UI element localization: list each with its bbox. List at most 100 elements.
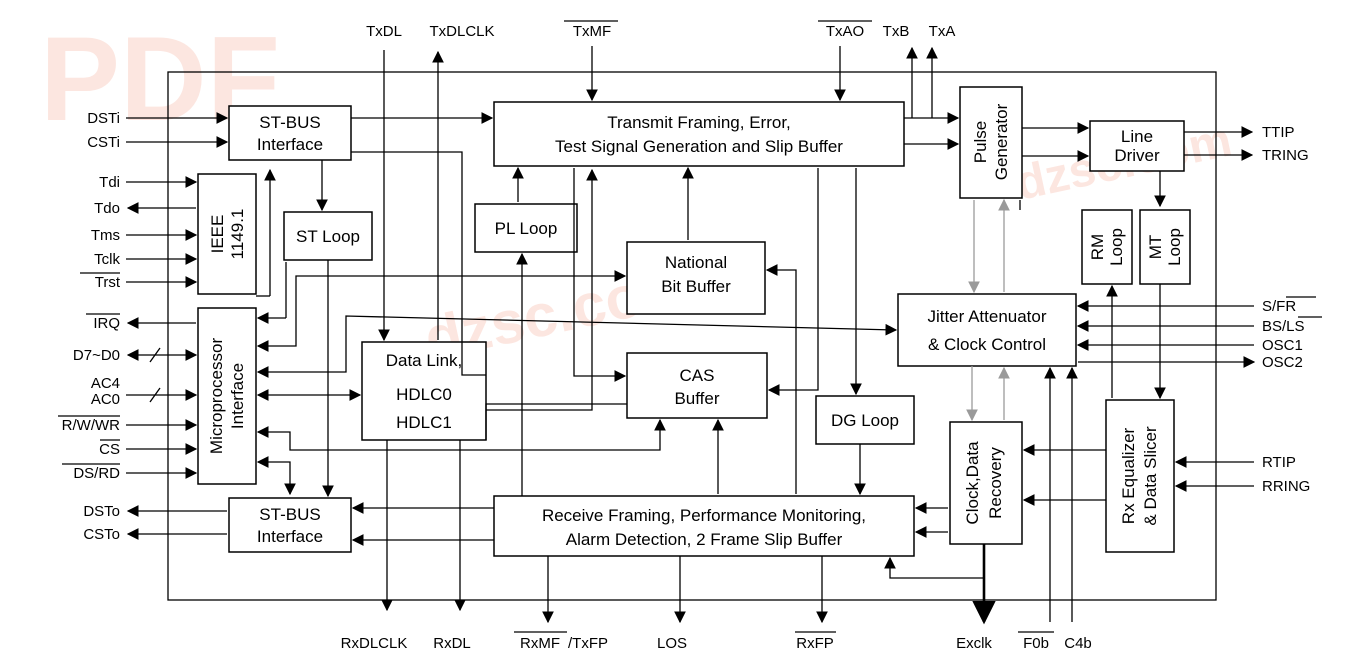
signal-ac4: AC4	[91, 375, 120, 392]
signal-s-fr: S/FR	[1262, 298, 1296, 315]
signal-ds-rd: DS/RD	[73, 465, 120, 482]
signal-rw-wr: R/W/WR	[62, 417, 120, 434]
chip-boundary	[167, 71, 1217, 601]
signal-ttip: TTIP	[1262, 124, 1295, 141]
block-label: & Data Slicer	[1141, 426, 1160, 526]
block-label: Loop	[1107, 228, 1126, 266]
block-label: Rx Equalizer	[1119, 427, 1138, 524]
block-pulse-generator: Pulse Generator	[959, 86, 1023, 199]
block-label: Loop	[1165, 228, 1184, 266]
block-label: RM	[1088, 234, 1107, 260]
block-label: Interface	[257, 135, 323, 154]
block-st-loop: ST Loop	[283, 211, 373, 261]
block-label: Transmit Framing, Error,	[607, 113, 791, 132]
signal-tdo: Tdo	[94, 200, 120, 217]
signal-rtip: RTIP	[1262, 454, 1296, 471]
block-cas-buffer: CAS Buffer	[626, 352, 768, 419]
block-label: Interface	[257, 527, 323, 546]
block-clock-data-recovery: Clock,Data Recovery	[949, 421, 1023, 545]
signal-csto: CSTo	[83, 526, 120, 543]
block-transmit-framing: Transmit Framing, Error, Test Signal Gen…	[493, 101, 905, 167]
block-label: Interface	[228, 363, 247, 429]
signal-tdi: Tdi	[99, 174, 120, 191]
signal-f0b: F0b	[1023, 635, 1049, 652]
signal-tclk: Tclk	[94, 251, 120, 268]
signal-los: LOS	[657, 635, 687, 652]
block-label: MT	[1146, 235, 1165, 260]
block-label: Buffer	[674, 389, 719, 408]
block-label: DG Loop	[831, 411, 899, 430]
block-label: ST-BUS	[259, 505, 320, 524]
block-label: Line	[1121, 127, 1153, 146]
block-label: Clock,Data	[963, 441, 982, 525]
block-rx-equalizer: Rx Equalizer & Data Slicer	[1105, 399, 1175, 553]
block-label: CAS	[680, 366, 715, 385]
block-receive-framing: Receive Framing, Performance Monitoring,…	[493, 495, 915, 557]
connections	[126, 46, 1256, 625]
block-rm-loop: RM Loop	[1081, 209, 1133, 285]
block-label: ST-BUS	[259, 113, 320, 132]
block-label: Data Link,	[386, 351, 463, 370]
block-jitter-attenuator: Jitter Attenuator & Clock Control	[897, 293, 1077, 367]
signal-osc2: OSC2	[1262, 354, 1303, 371]
block-label: HDLC0	[396, 385, 452, 404]
block-pl-loop: PL Loop	[474, 203, 578, 253]
block-label: Generator	[992, 103, 1011, 180]
signal-cs: CS	[99, 441, 120, 458]
block-label: ST Loop	[296, 227, 360, 246]
block-label: & Clock Control	[928, 335, 1046, 354]
signal-txfp: /TxFP	[568, 635, 608, 652]
block-label: HDLC1	[396, 413, 452, 432]
signal-exclk: Exclk	[956, 635, 992, 652]
block-label: 1149.1	[228, 209, 247, 260]
signal-bs-ls: BS/LS	[1262, 318, 1305, 335]
block-label: Bit Buffer	[661, 277, 731, 296]
signal-labels-right: TTIP TRING S/FR BS/LS OSC1 OSC2 RTIP RRI…	[1262, 124, 1322, 495]
block-line-driver: Line Driver	[1089, 120, 1185, 172]
block-label: Pulse	[971, 121, 990, 164]
signal-txdlclk: TxDLCLK	[429, 23, 494, 40]
signal-ac0: AC0	[91, 391, 120, 408]
signal-txmf: TxMF	[573, 23, 611, 40]
signal-txao: TxAO	[826, 23, 864, 40]
signal-txdl: TxDL	[366, 23, 402, 40]
block-label: Driver	[1114, 146, 1160, 165]
block-label: Recovery	[986, 447, 1005, 519]
block-label: Receive Framing, Performance Monitoring,	[542, 506, 866, 525]
signal-csti: CSTi	[87, 134, 120, 151]
block-dg-loop: DG Loop	[815, 395, 915, 445]
block-national-bit-buffer: National Bit Buffer	[626, 241, 766, 315]
signal-rring: RRING	[1262, 478, 1310, 495]
block-microprocessor: Microprocessor Interface	[197, 307, 257, 485]
block-stbus-in: ST-BUS Interface	[228, 105, 352, 161]
signal-rxdlclk: RxDLCLK	[341, 635, 408, 652]
signal-irq: IRQ	[93, 315, 120, 332]
block-label: IEEE	[208, 215, 227, 254]
signal-labels-top: TxDL TxDLCLK TxMF TxAO TxB TxA	[366, 20, 956, 40]
block-label: National	[665, 253, 727, 272]
signal-txb: TxB	[883, 23, 910, 40]
block-label: Jitter Attenuator	[927, 307, 1046, 326]
block-label: Microprocessor	[207, 338, 226, 455]
signal-trst: Trst	[95, 274, 121, 291]
signal-labels-left: DSTi CSTi Tdi Tdo Tms Tclk Trst IRQ D7~D…	[58, 110, 121, 543]
signal-tring: TRING	[1262, 147, 1309, 164]
signal-d7-d0: D7~D0	[73, 347, 120, 364]
signal-dsti: DSTi	[87, 110, 120, 127]
block-mt-loop: MT Loop	[1139, 209, 1191, 285]
signal-osc1: OSC1	[1262, 337, 1303, 354]
signal-rxmf: RxMF	[520, 635, 560, 652]
block-label: PL Loop	[495, 219, 558, 238]
block-data-link: Data Link, HDLC0 HDLC1	[361, 341, 487, 441]
block-label: Alarm Detection, 2 Frame Slip Buffer	[566, 530, 843, 549]
signal-txa: TxA	[929, 23, 956, 40]
signal-labels-bottom: RxDLCLK RxDL RxMF /TxFP LOS RxFP Exclk F…	[341, 631, 1092, 652]
block-stbus-out: ST-BUS Interface	[228, 497, 352, 553]
block-label: Test Signal Generation and Slip Buffer	[555, 137, 843, 156]
signal-tms: Tms	[91, 227, 120, 244]
signal-rxfp: RxFP	[796, 635, 834, 652]
block-ieee-1149: IEEE 1149.1	[197, 173, 257, 295]
signal-rxdl: RxDL	[433, 635, 471, 652]
signal-c4b: C4b	[1064, 635, 1092, 652]
